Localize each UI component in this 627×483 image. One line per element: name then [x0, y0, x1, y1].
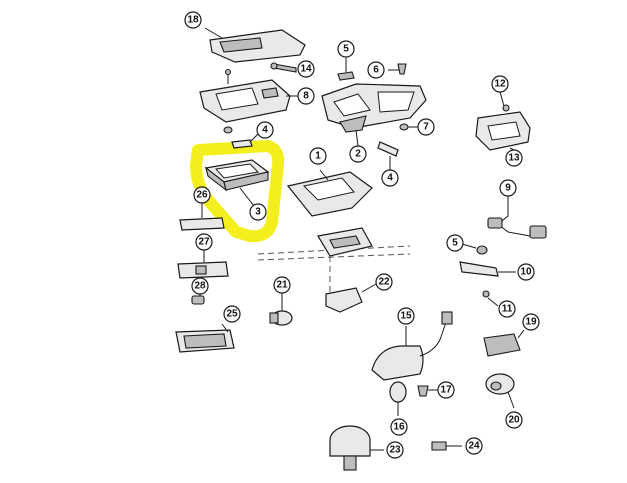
callout-25: 25 — [223, 305, 241, 323]
callout-24: 24 — [465, 437, 483, 455]
svg-text:4: 4 — [262, 125, 268, 136]
part-14-screw — [270, 62, 297, 73]
svg-text:12: 12 — [494, 79, 506, 90]
callout-28: 28 — [191, 277, 209, 295]
part-22-bracket — [325, 283, 377, 313]
svg-text:19: 19 — [525, 317, 537, 328]
svg-text:7: 7 — [423, 122, 429, 133]
part-15-lamp-housing — [371, 311, 453, 381]
svg-text:16: 16 — [393, 422, 405, 433]
part-23-knob — [329, 425, 384, 471]
svg-text:27: 27 — [198, 237, 210, 248]
part-2-overhead-console — [321, 83, 427, 147]
callout-20: 20 — [505, 411, 523, 429]
part-8-housing — [199, 79, 298, 123]
callout-2: 2 — [349, 145, 367, 163]
part-25-dome-lamp — [175, 323, 235, 353]
svg-text:5: 5 — [452, 238, 458, 249]
part-17-screw — [417, 385, 440, 397]
callout-13: 13 — [505, 149, 523, 167]
part-6-screw — [388, 63, 407, 75]
svg-text:14: 14 — [300, 64, 312, 75]
svg-text:6: 6 — [373, 65, 379, 76]
callout-19: 19 — [522, 313, 540, 331]
callout-18: 18 — [184, 11, 202, 29]
callout-26: 26 — [193, 186, 211, 204]
svg-text:26: 26 — [196, 190, 208, 201]
callout-6: 6 — [367, 61, 385, 79]
svg-text:23: 23 — [389, 445, 401, 456]
part-3-highlight — [190, 140, 285, 243]
part-27-module — [177, 250, 229, 279]
svg-text:10: 10 — [520, 267, 532, 278]
svg-text:13: 13 — [508, 153, 520, 164]
part-16-bulb — [389, 381, 407, 416]
part-4-lens-lower — [377, 141, 399, 170]
fastener-small — [224, 68, 232, 84]
callout-21: 21 — [273, 276, 291, 294]
fastener-clip — [223, 126, 233, 134]
callout-27: 27 — [195, 233, 213, 251]
part-7-clip — [399, 123, 418, 131]
callout-15: 15 — [397, 307, 415, 325]
callout-10: 10 — [517, 263, 535, 281]
part-5-clip-lower — [461, 243, 488, 255]
svg-text:2: 2 — [355, 149, 361, 160]
svg-text:1: 1 — [315, 151, 321, 162]
part-20-reflector — [485, 373, 515, 409]
svg-text:22: 22 — [378, 277, 390, 288]
svg-text:21: 21 — [276, 280, 288, 291]
part-9-wire-harness — [487, 196, 547, 239]
callout-7: 7 — [417, 118, 435, 136]
svg-text:28: 28 — [194, 281, 206, 292]
part-19-socket — [483, 329, 525, 357]
roof-outline — [257, 227, 411, 300]
svg-text:17: 17 — [440, 385, 452, 396]
part-26-switch — [179, 203, 225, 231]
svg-text:20: 20 — [508, 415, 520, 426]
part-13-cargo-lamp — [475, 91, 531, 151]
part-3-lamp-lens — [204, 159, 270, 207]
svg-text:11: 11 — [502, 304, 513, 315]
part-21-bulb — [269, 292, 293, 326]
callout-17: 17 — [437, 381, 455, 399]
part-10-switch — [459, 261, 516, 277]
callout-5-lower: 5 — [446, 234, 464, 252]
callout-22: 22 — [375, 273, 393, 291]
callout-8: 8 — [297, 87, 315, 105]
part-18-console-cover — [204, 27, 306, 63]
callout-12: 12 — [491, 75, 509, 93]
callout-14: 14 — [297, 60, 315, 78]
callout-23: 23 — [386, 441, 404, 459]
callout-1: 1 — [309, 147, 327, 165]
svg-text:25: 25 — [226, 309, 238, 320]
callout-9: 9 — [499, 179, 517, 197]
svg-text:5: 5 — [343, 44, 349, 55]
callout-11: 11 — [498, 300, 516, 318]
part-5-clip-upper — [337, 58, 355, 81]
svg-text:9: 9 — [505, 183, 511, 194]
svg-text:4: 4 — [387, 173, 393, 184]
svg-text:24: 24 — [468, 441, 480, 452]
callout-4-upper: 4 — [256, 121, 274, 139]
part-1-bezel — [286, 169, 373, 217]
svg-text:18: 18 — [187, 15, 199, 26]
svg-text:3: 3 — [255, 207, 261, 218]
part-28-bulb — [191, 294, 205, 305]
callout-16: 16 — [390, 418, 408, 436]
part-4-lens-upper — [231, 133, 259, 149]
callout-4-lower: 4 — [381, 169, 399, 187]
callout-5-upper: 5 — [337, 40, 355, 58]
part-24-terminal — [431, 441, 462, 451]
part-11-screw — [482, 290, 499, 307]
svg-text:15: 15 — [400, 311, 412, 322]
callout-3: 3 — [249, 203, 267, 221]
svg-text:8: 8 — [303, 91, 309, 102]
